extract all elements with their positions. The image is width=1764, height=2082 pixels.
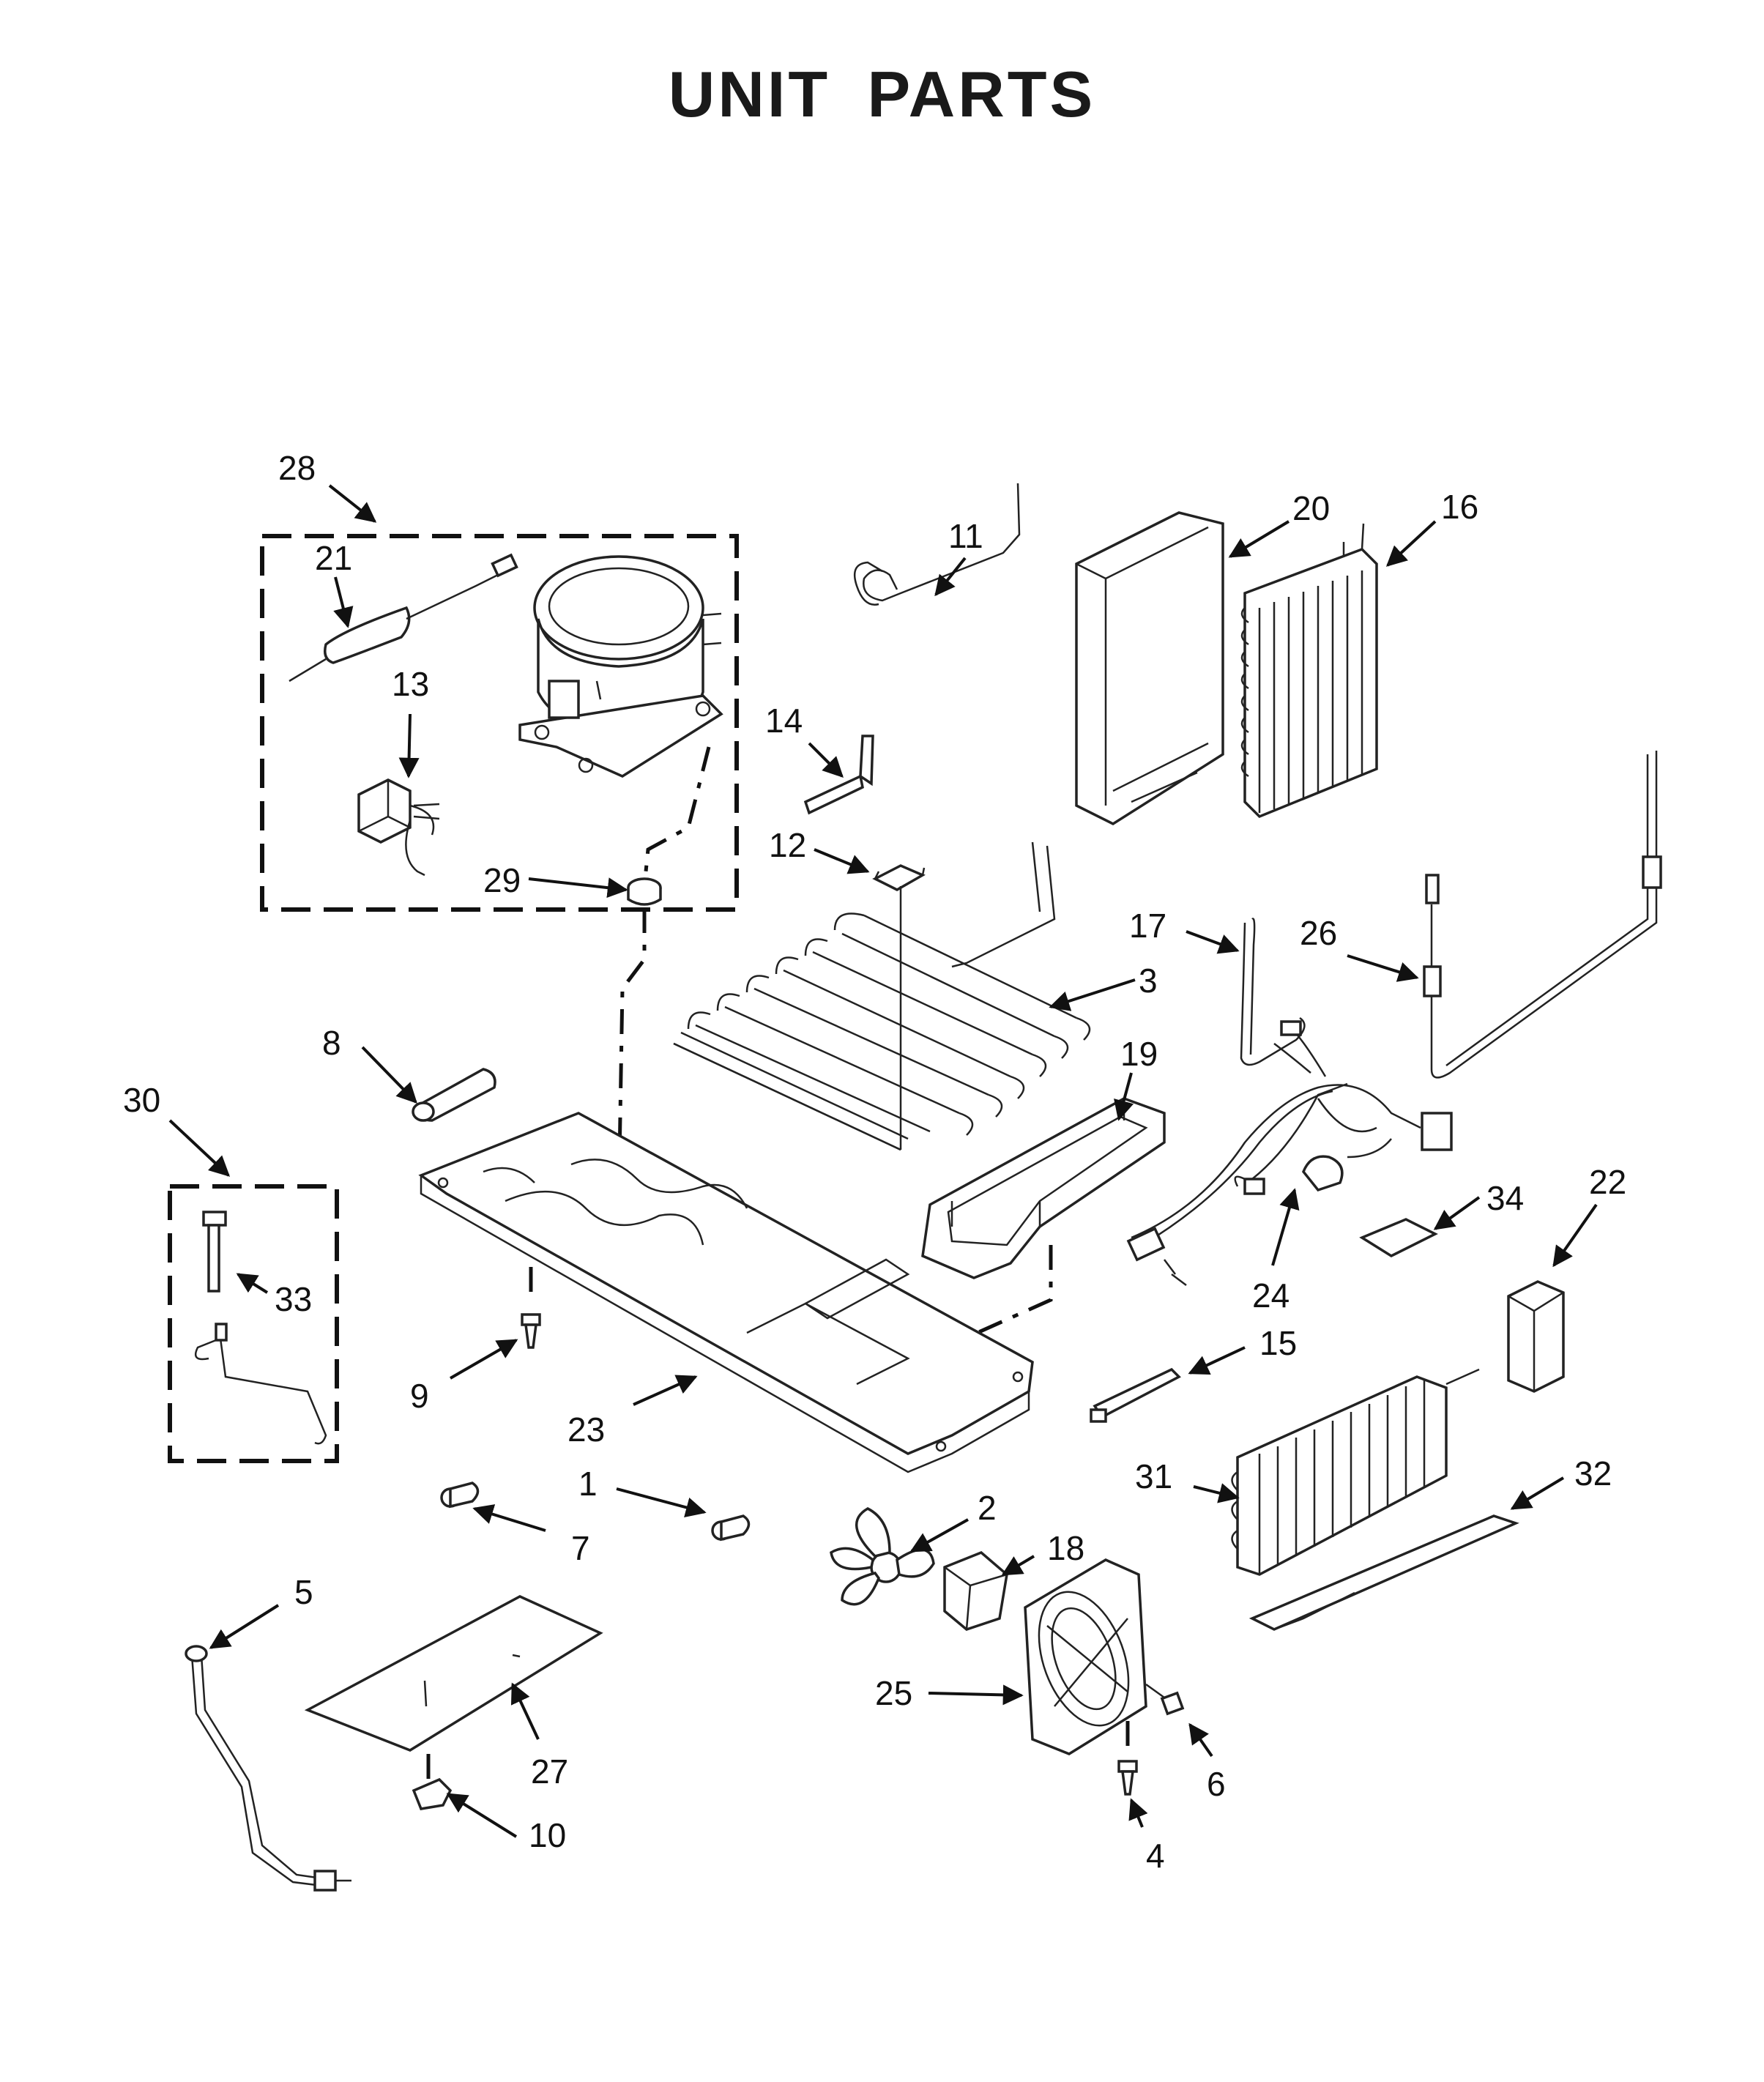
evaporator-cover-part — [1075, 511, 1224, 826]
callout-16: 16 — [1441, 488, 1478, 526]
condenser-coil-part — [673, 841, 1091, 1151]
callout-22: 22 — [1589, 1163, 1626, 1201]
callout-10: 10 — [529, 1816, 566, 1854]
callout-20: 20 — [1292, 489, 1330, 527]
tube-17-part — [1240, 918, 1306, 1066]
page-title: UNIT PARTS — [668, 58, 1096, 130]
callout-5: 5 — [294, 1573, 313, 1611]
drain-tube-part — [803, 735, 874, 815]
callout-labels: 28 21 13 29 11 20 16 14 12 17 26 3 19 8 … — [123, 449, 1626, 1875]
callout-26: 26 — [1300, 914, 1337, 952]
capillary-tube-part — [853, 483, 1021, 606]
callout-27: 27 — [531, 1752, 568, 1791]
drain-pan-part — [921, 1097, 1166, 1279]
callout-12: 12 — [769, 826, 806, 864]
callout-8: 8 — [322, 1024, 341, 1062]
callout-24: 24 — [1252, 1276, 1289, 1315]
leader-lines — [168, 484, 1598, 1838]
base-plate-part — [418, 1112, 1034, 1473]
sleeve-part — [412, 1068, 496, 1122]
callout-25: 25 — [875, 1674, 912, 1712]
callout-3: 3 — [1139, 962, 1158, 1000]
callout-21: 21 — [315, 539, 352, 577]
callout-1: 1 — [578, 1465, 598, 1503]
callout-17: 17 — [1129, 907, 1166, 945]
callout-31: 31 — [1135, 1457, 1172, 1495]
label-part — [1359, 1218, 1438, 1258]
screw-9-part — [521, 1313, 541, 1349]
callout-33: 33 — [275, 1280, 312, 1318]
callout-9: 9 — [410, 1377, 429, 1415]
callout-14: 14 — [765, 702, 803, 740]
defrost-thermostat-part — [194, 1211, 327, 1445]
condenser-part — [1231, 1368, 1480, 1576]
callout-18: 18 — [1047, 1529, 1084, 1567]
compressor-kit-group-box — [260, 534, 739, 912]
callout-2: 2 — [978, 1489, 997, 1527]
callout-28: 28 — [278, 449, 316, 487]
callout-23: 23 — [567, 1410, 605, 1449]
fitting-7-part — [440, 1481, 480, 1509]
fan-blade-part — [830, 1507, 935, 1606]
assembly-leader-compressor — [642, 746, 711, 887]
defrost-kit-group-box — [168, 1184, 339, 1463]
wire-harness-part — [1126, 1020, 1453, 1286]
callout-29: 29 — [483, 861, 521, 899]
callout-11: 11 — [948, 517, 983, 555]
start-relay-part — [357, 778, 440, 877]
assembly-leader-overload — [617, 908, 647, 1202]
fan-shroud-part — [1024, 1558, 1147, 1755]
screw-4-part — [1117, 1760, 1138, 1796]
callout-13: 13 — [392, 665, 429, 703]
evaporator-part — [1240, 523, 1378, 819]
callout-7: 7 — [571, 1529, 590, 1567]
fitting-10-part — [412, 1777, 453, 1810]
callout-30: 30 — [123, 1081, 160, 1119]
control-box-part — [1507, 1280, 1565, 1393]
callout-4: 4 — [1146, 1837, 1165, 1875]
drain-tray-part — [1248, 1514, 1519, 1631]
callout-6: 6 — [1207, 1765, 1226, 1803]
screw-6-part — [1145, 1683, 1185, 1716]
clip-part — [872, 864, 926, 891]
fan-motor-part — [943, 1550, 1008, 1631]
tube-5-part — [185, 1645, 351, 1892]
filter-drier-part — [289, 553, 518, 683]
defrost-heater-part — [1423, 751, 1662, 1079]
strip-15-part — [1090, 1367, 1181, 1423]
callout-19: 19 — [1120, 1035, 1158, 1073]
mat-part — [304, 1595, 603, 1752]
fitting-1-part — [711, 1514, 751, 1542]
callout-32: 32 — [1574, 1454, 1612, 1492]
callout-15: 15 — [1259, 1324, 1297, 1362]
compressor-part — [518, 555, 723, 778]
callout-34: 34 — [1486, 1179, 1524, 1217]
overload-part — [627, 877, 662, 906]
